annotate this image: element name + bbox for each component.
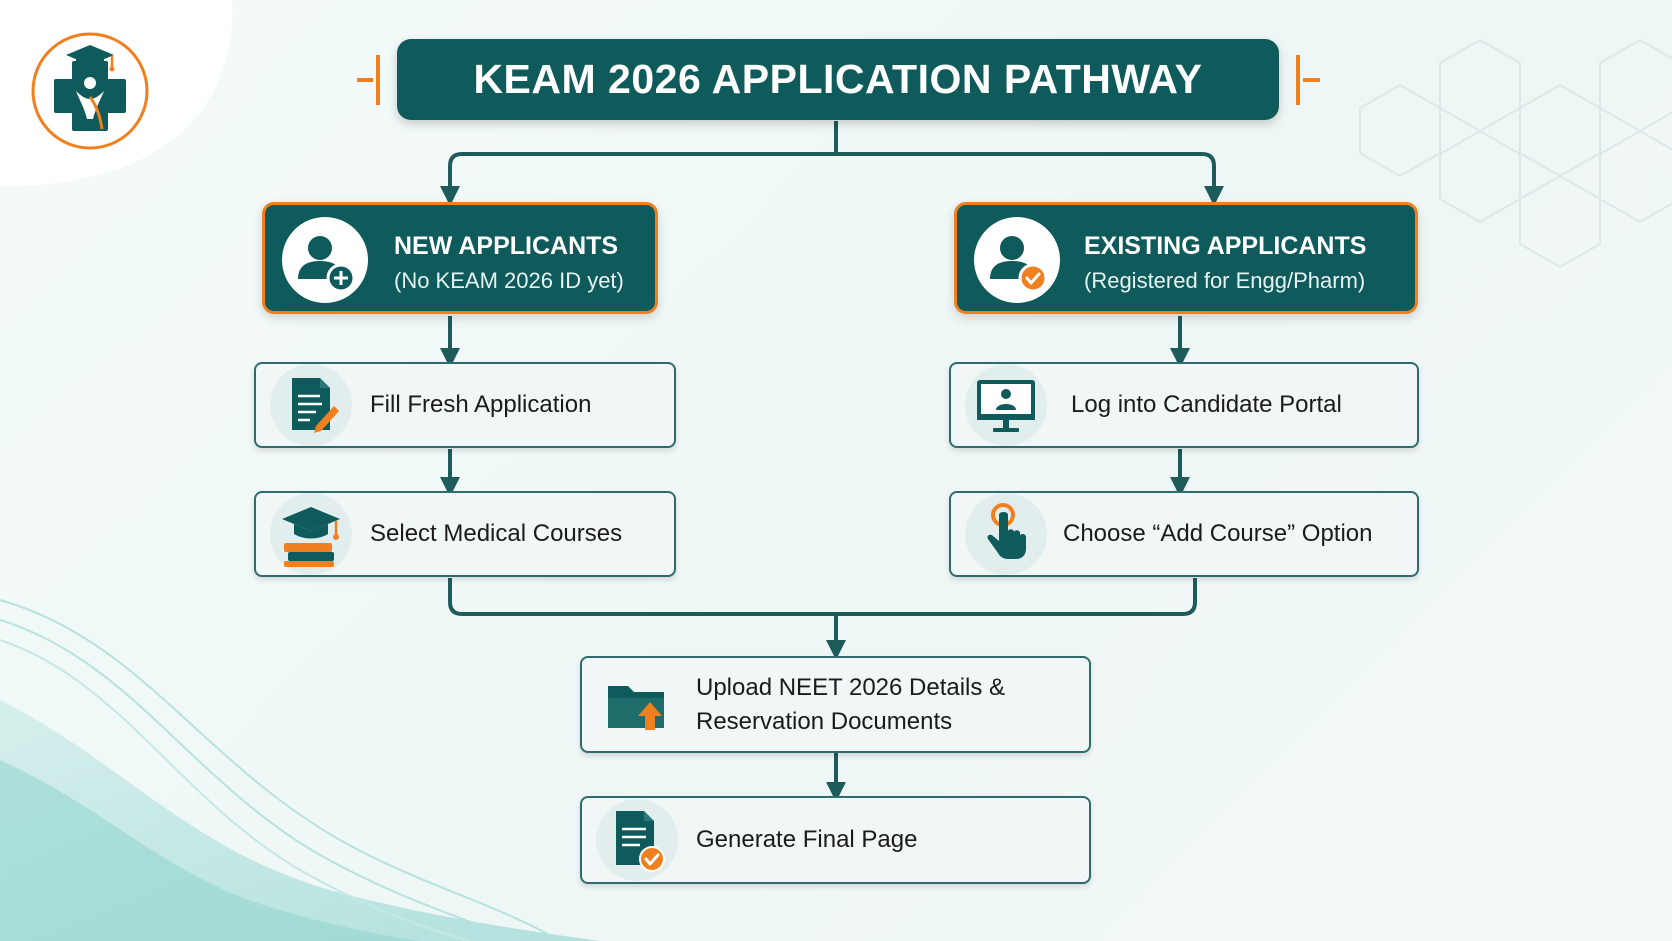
step-icon-circle: [270, 364, 352, 446]
connector-merge: [448, 578, 1197, 616]
page-title: KEAM 2026 APPLICATION PATHWAY: [397, 39, 1279, 120]
page-title-text: KEAM 2026 APPLICATION PATHWAY: [473, 56, 1203, 102]
step-select-medical-courses: Select Medical Courses: [254, 491, 676, 577]
step-label: Fill Fresh Application: [370, 391, 592, 418]
new-applicants-subtitle: (No KEAM 2026 ID yet): [394, 268, 624, 293]
step-icon-circle: [965, 493, 1047, 575]
step-label: Choose “Add Course” Option: [1063, 520, 1373, 547]
title-bracket-left: [357, 55, 380, 105]
step-icon-circle: [596, 799, 678, 881]
existing-applicants-avatar: [974, 217, 1060, 303]
connector-to-new: [440, 152, 836, 206]
step-label: Log into Candidate Portal: [1071, 391, 1342, 418]
new-applicants-avatar: [282, 217, 368, 303]
step-upload-neet-details: Upload NEET 2026 Details & Reservation D…: [580, 656, 1091, 753]
step-icon-circle: [965, 364, 1047, 446]
step-label: Select Medical Courses: [370, 520, 623, 547]
wave-decoration: [0, 599, 600, 941]
step-generate-final-page: Generate Final Page: [580, 796, 1091, 884]
user-check-icon: [990, 236, 1048, 293]
user-add-icon: [298, 236, 356, 293]
document-edit-icon: [292, 378, 339, 433]
folder-upload-icon: [608, 685, 664, 730]
step-label-line1: Upload NEET 2026 Details &: [696, 673, 1006, 701]
step-fill-fresh-application: Fill Fresh Application: [254, 362, 676, 448]
hexagon-pattern: [1359, 38, 1672, 269]
step-label: Upload NEET 2026 Details & Reservation D…: [696, 671, 1005, 739]
step-icon-circle: [270, 493, 352, 575]
step-log-into-candidate-portal: Log into Candidate Portal: [949, 362, 1419, 448]
step-label: Generate Final Page: [696, 826, 918, 853]
hand-pointer-icon: [987, 503, 1026, 559]
graduation-cap-books-icon: [282, 507, 340, 567]
step-label-line2: Reservation Documents: [696, 707, 953, 735]
step-icon-circle: [596, 664, 678, 746]
document-check-icon: [616, 811, 665, 872]
existing-applicants-subtitle: (Registered for Engg/Pharm): [1084, 268, 1366, 293]
logo: [30, 31, 150, 151]
connector-to-existing: [836, 152, 1224, 206]
medical-cross-graduation-logo: [31, 32, 149, 150]
new-applicants-box: NEW APPLICANTS (No KEAM 2026 ID yet): [262, 202, 658, 314]
monitor-user-icon: [977, 380, 1035, 432]
step-choose-add-course-option: Choose “Add Course” Option: [949, 491, 1419, 577]
existing-applicants-title: EXISTING APPLICANTS: [1084, 232, 1367, 260]
existing-applicants-box: EXISTING APPLICANTS (Registered for Engg…: [954, 202, 1418, 314]
new-applicants-title: NEW APPLICANTS: [394, 232, 619, 260]
title-bracket-right: [1296, 55, 1320, 105]
